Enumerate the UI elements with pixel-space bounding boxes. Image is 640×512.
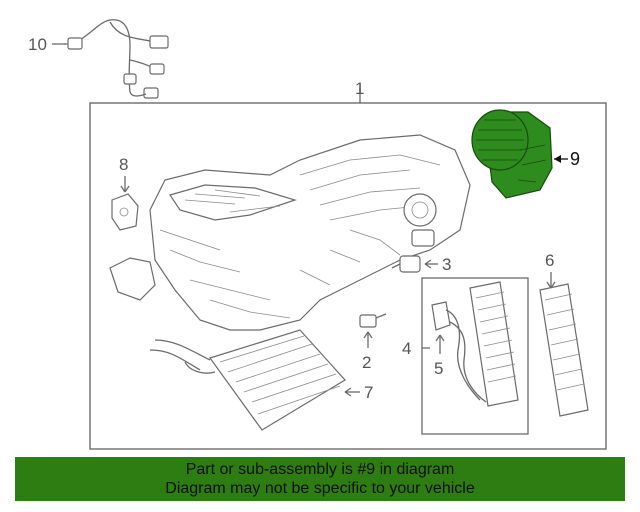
assembly-frame xyxy=(89,102,607,450)
callout-2: 2 xyxy=(362,353,371,372)
hvac-case xyxy=(109,134,471,331)
banner-line-1: Part or sub-assembly is #9 in diagram xyxy=(185,461,455,478)
callout-1: 1 xyxy=(355,79,364,98)
part-info-banner: Part or sub-assembly is #9 in diagram Di… xyxy=(15,457,625,501)
sensor-part xyxy=(359,313,387,328)
callout-5: 5 xyxy=(434,359,443,378)
actuator-part xyxy=(391,255,421,273)
callout-3: 3 xyxy=(442,255,451,274)
mode-actuator xyxy=(111,193,139,231)
callout-10: 10 xyxy=(28,35,47,54)
cabin-filter xyxy=(539,283,589,417)
callout-8: 8 xyxy=(119,155,128,174)
wiring-harness xyxy=(64,19,169,99)
callout-6: 6 xyxy=(545,251,554,270)
banner-line-2: Diagram may not be specific to your vehi… xyxy=(165,480,475,497)
callout-9[interactable]: 9 xyxy=(570,149,580,169)
evaporator-core xyxy=(469,281,519,407)
blower-motor-highlighted[interactable] xyxy=(471,109,553,199)
callout-4: 4 xyxy=(402,339,411,358)
evaporator-box xyxy=(421,277,529,435)
heater-core xyxy=(149,329,346,431)
callout-7: 7 xyxy=(364,383,373,402)
expansion-valve xyxy=(431,301,487,403)
leader-lines xyxy=(52,43,568,397)
